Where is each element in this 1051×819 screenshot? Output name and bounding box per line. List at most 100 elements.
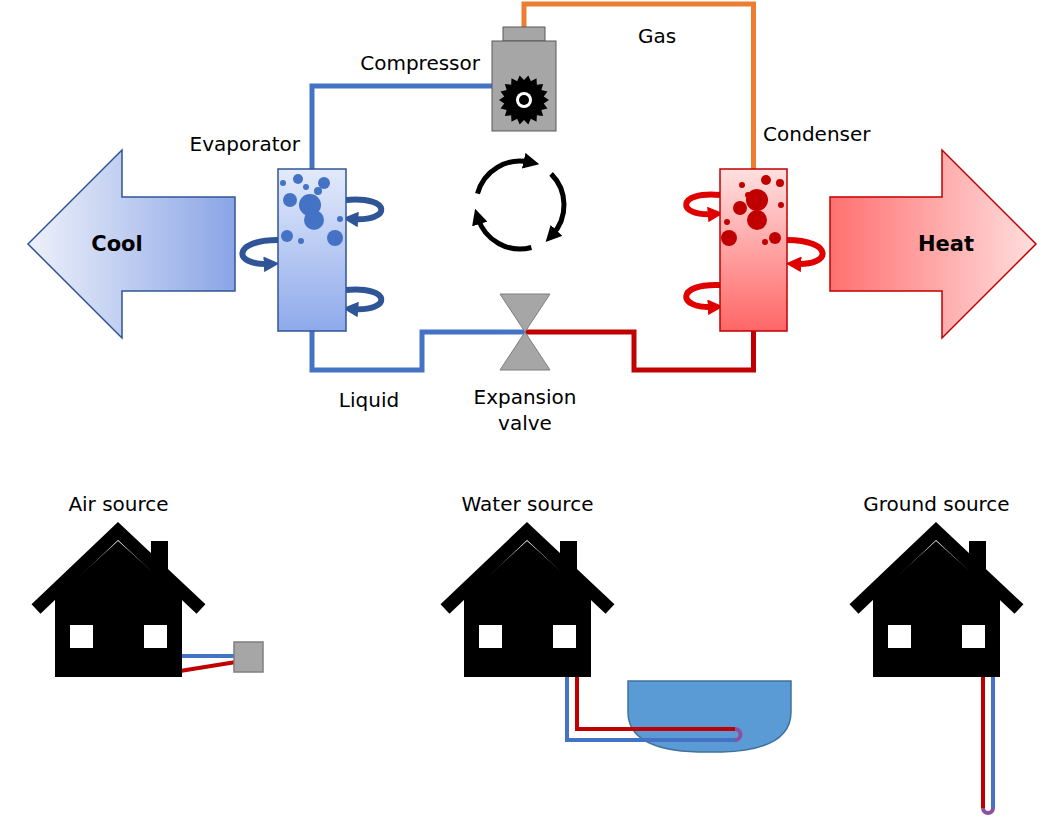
bubble <box>304 210 324 230</box>
cool-arrow-shape <box>28 150 235 338</box>
house-body <box>873 541 1000 677</box>
bubble <box>303 184 309 190</box>
ground-loop <box>983 675 993 813</box>
pond <box>567 675 791 752</box>
bubble <box>747 210 767 230</box>
refrigerant-pipe <box>312 331 500 370</box>
house-window <box>888 625 911 648</box>
house-window <box>70 625 93 648</box>
cycle-arrows <box>477 161 564 249</box>
bubble <box>724 219 730 225</box>
air-source-unit <box>180 642 263 672</box>
heat-arrow-shape <box>830 150 1036 338</box>
evaporator-shape <box>278 169 346 331</box>
valve-pipe <box>500 330 525 335</box>
compressor-label: Compressor <box>360 50 480 76</box>
evaporator-label: Evaporator <box>190 131 300 157</box>
gear-symbol <box>516 92 532 108</box>
pond <box>577 675 735 729</box>
bubble <box>745 192 751 198</box>
air-swirl <box>686 285 720 307</box>
bubble <box>739 182 745 188</box>
bubble <box>318 177 330 189</box>
pond <box>567 675 735 740</box>
cool-arrow-label: Cool <box>42 231 192 257</box>
house-icon: Water source <box>439 525 616 677</box>
compressor-shape <box>492 27 556 131</box>
house-icon-shape <box>848 525 1025 677</box>
house-body <box>464 541 591 677</box>
bubble <box>298 238 304 244</box>
heat-arrow: Heat <box>830 150 1036 338</box>
house-icon-shape <box>30 525 207 677</box>
cool-arrow: Cool <box>28 150 235 338</box>
heat-arrow-label: Heat <box>871 231 1021 257</box>
refrigerant-pipe <box>550 331 754 370</box>
compressor: Compressor <box>492 27 556 131</box>
bubble <box>314 187 322 195</box>
house-body <box>55 541 182 677</box>
air-source-unit <box>180 662 236 671</box>
bubble <box>283 193 297 207</box>
bubble <box>778 202 784 208</box>
valve-pipe <box>525 330 550 335</box>
ground-loop <box>983 808 993 813</box>
air-swirl <box>242 240 278 264</box>
air-source-unit <box>180 654 236 658</box>
bubble <box>280 180 286 186</box>
expansion-valve: Expansion valve <box>500 294 550 370</box>
bubble <box>281 230 293 242</box>
bubble <box>733 201 747 215</box>
compressor-body <box>492 41 556 131</box>
condenser-body <box>720 169 787 331</box>
house-window <box>479 625 502 648</box>
air-swirl <box>686 195 720 215</box>
valve-symbol <box>500 332 550 370</box>
condenser-shape <box>720 169 787 331</box>
bubble <box>327 230 343 246</box>
pipe-label: Liquid <box>336 388 402 412</box>
bubble <box>762 239 768 245</box>
bubble <box>337 216 343 222</box>
evaporator-body <box>278 169 346 331</box>
expansion-valve-label: Expansion valve <box>460 384 590 436</box>
evaporator: Evaporator <box>278 169 346 331</box>
bubble <box>721 230 737 246</box>
bubble <box>761 175 771 185</box>
ground-loop <box>991 675 995 808</box>
air-swirl <box>346 290 381 310</box>
air-swirl <box>346 200 381 220</box>
air-source-unit <box>234 642 263 672</box>
refrigerant-pipe <box>524 4 754 169</box>
pond <box>735 729 741 740</box>
house-window <box>553 625 576 648</box>
bubble <box>769 232 781 244</box>
house-icon: Air source <box>30 525 207 677</box>
house-icon-label: Air source <box>30 491 207 517</box>
bubble <box>293 174 303 184</box>
condenser-label: Condenser <box>763 121 871 147</box>
gear-symbol <box>519 95 529 105</box>
house-icon-label: Ground source <box>848 491 1025 517</box>
pipe-label: Gas <box>635 24 679 48</box>
house-icon: Ground source <box>848 525 1025 677</box>
bubble <box>776 179 784 187</box>
cycle-arrow <box>478 218 531 249</box>
refrigerant-pipe <box>312 86 492 169</box>
air-swirl <box>787 240 823 264</box>
compressor-cap <box>503 27 545 41</box>
cycle-arrow <box>551 174 564 235</box>
bubble <box>746 189 768 211</box>
house-icon-shape <box>439 525 616 677</box>
house-window <box>962 625 985 648</box>
house-window <box>144 625 167 648</box>
expansion-valve-shape <box>500 294 550 370</box>
ground-loop <box>981 675 985 808</box>
cycle-arrow <box>477 161 529 194</box>
house-icon-label: Water source <box>439 491 616 517</box>
condenser: Condenser <box>720 169 787 331</box>
gear-symbol <box>499 75 549 124</box>
valve-symbol <box>500 294 550 332</box>
